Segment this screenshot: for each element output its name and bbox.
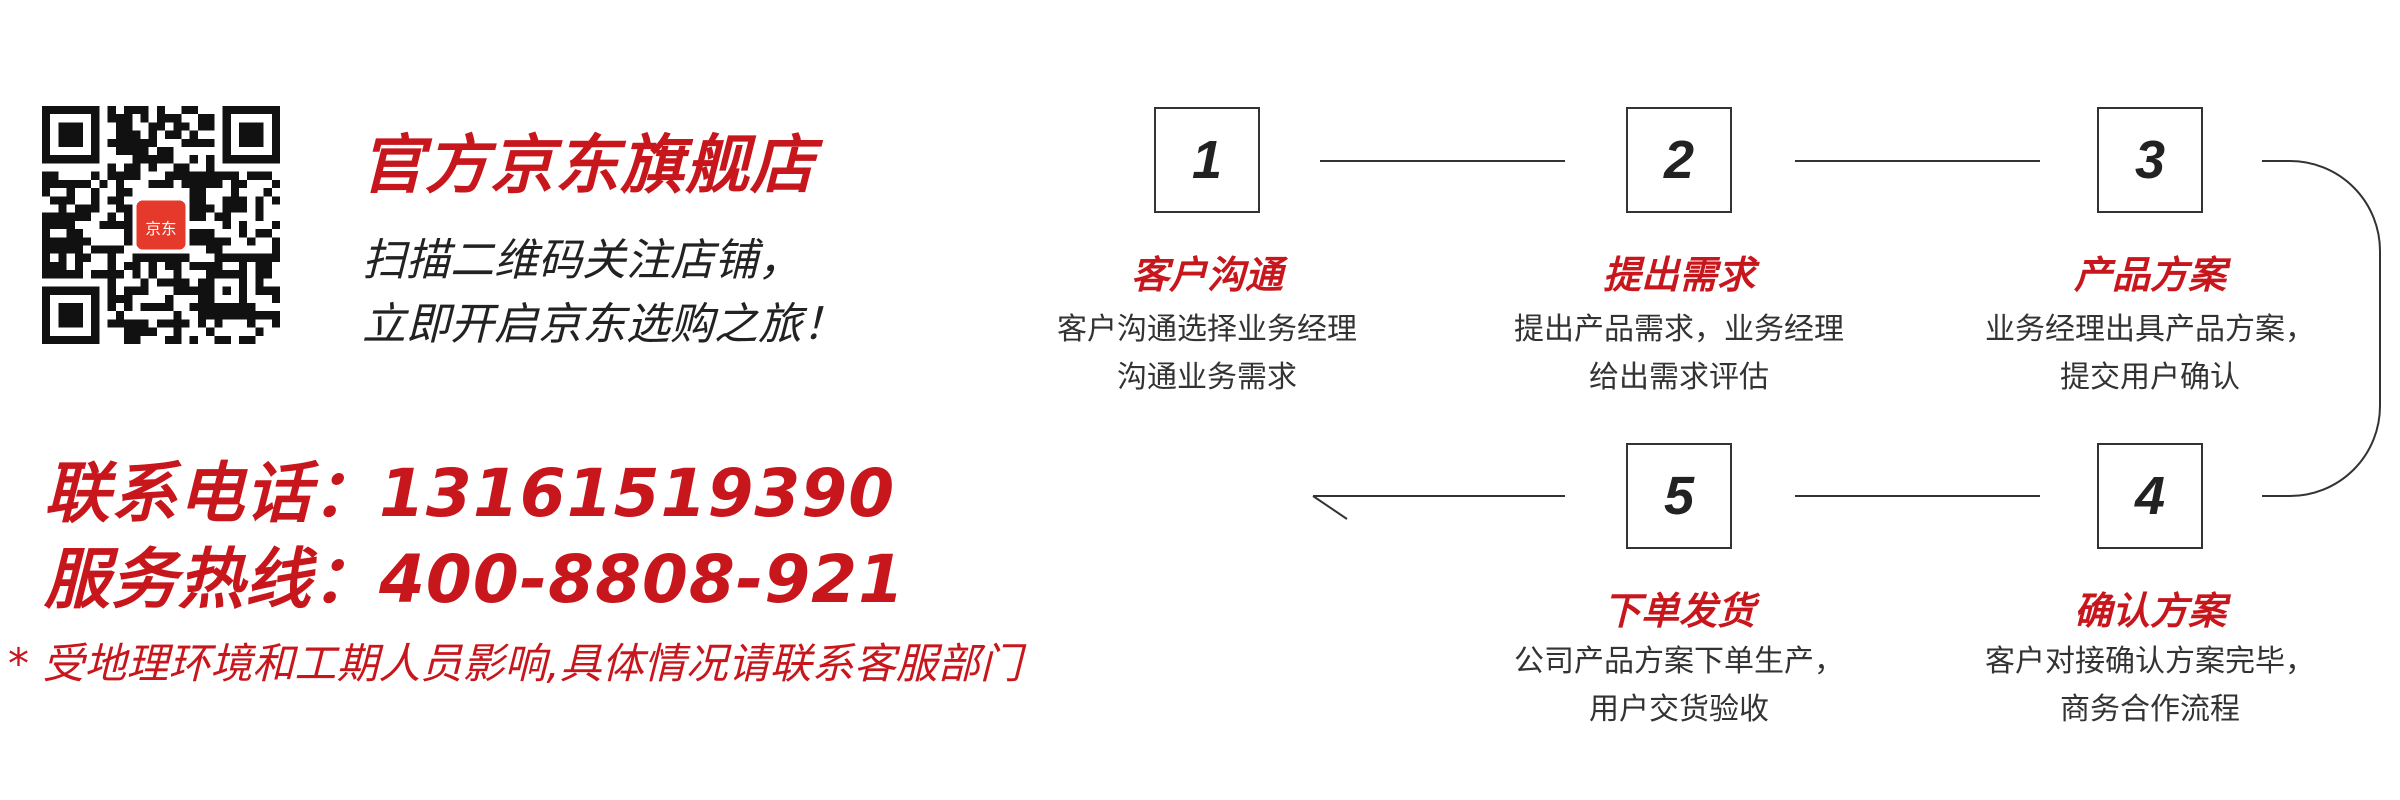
connector-3-4-curve	[2262, 160, 2381, 497]
step-4-description: 客户对接确认方案完毕， 商务合作流程	[1920, 638, 2380, 734]
flow-end-arrow-icon	[1312, 495, 1348, 520]
jd-logo-icon	[136, 200, 186, 250]
qr-code: 京东	[42, 106, 280, 344]
slogan-line-2: 立即开启京东选购之旅！	[362, 299, 846, 350]
qr-badge-label: 京东	[145, 220, 176, 238]
step-5-desc-line-1: 公司产品方案下单生产，	[1514, 644, 1844, 679]
step-2-box: 2	[1626, 107, 1732, 213]
step-2-description: 提出产品需求，业务经理 给出需求评估	[1449, 306, 1909, 402]
step-3-desc-line-2: 提交用户确认	[2060, 360, 2240, 395]
step-1-title: 客户沟通	[1130, 253, 1283, 297]
step-1-desc-line-2: 沟通业务需求	[1117, 360, 1297, 395]
step-5-box: 5	[1626, 443, 1732, 549]
store-title: 官方京东旗舰店	[360, 129, 815, 203]
step-3-box: 3	[2097, 107, 2203, 213]
step-2-desc-line-1: 提出产品需求，业务经理	[1514, 312, 1844, 347]
step-4-desc-line-1: 客户对接确认方案完毕，	[1985, 644, 2315, 679]
contact-phone: 联系电话：13161519390	[44, 455, 896, 532]
step-3-desc-line-1: 业务经理出具产品方案，	[1985, 312, 2315, 347]
step-3-title: 产品方案	[2073, 253, 2226, 297]
step-4-desc-line-2: 商务合作流程	[2060, 692, 2240, 727]
step-4-title: 确认方案	[2073, 589, 2226, 633]
service-hotline: 服务热线：400-8808-921	[44, 541, 906, 618]
step-4-box: 4	[2097, 443, 2203, 549]
step-2-desc-line-2: 给出需求评估	[1589, 360, 1769, 395]
step-1-desc-line-1: 客户沟通选择业务经理	[1057, 312, 1357, 347]
step-1-box: 1	[1154, 107, 1260, 213]
step-5-description: 公司产品方案下单生产， 用户交货验收	[1449, 638, 1909, 734]
step-5-desc-line-2: 用户交货验收	[1589, 692, 1769, 727]
slogan-line-1: 扫描二维码关注店铺，	[362, 235, 802, 286]
step-3-description: 业务经理出具产品方案， 提交用户确认	[1920, 306, 2380, 402]
disclaimer-note: * 受地理环境和工期人员影响,具体情况请联系客服部门	[8, 639, 1022, 688]
step-5-title: 下单发货	[1602, 589, 1755, 633]
step-1-description: 客户沟通选择业务经理 沟通业务需求	[977, 306, 1437, 402]
step-2-title: 提出需求	[1602, 253, 1755, 297]
